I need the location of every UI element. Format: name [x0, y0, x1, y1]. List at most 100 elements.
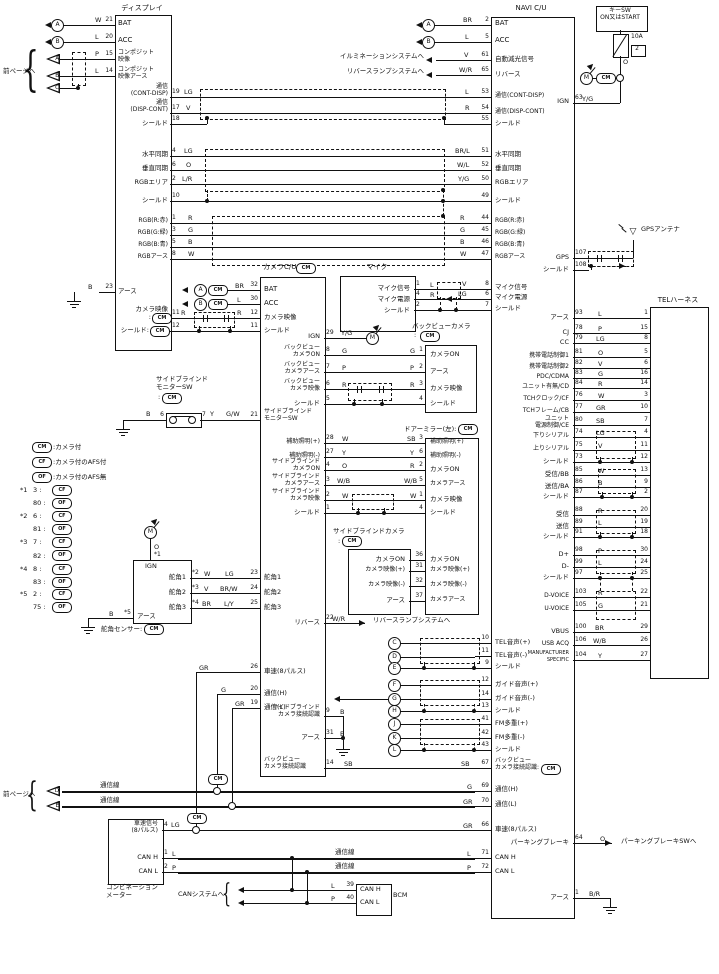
pin-number: 3 — [172, 226, 176, 233]
wire-h — [217, 694, 244, 695]
wire-h — [172, 416, 193, 417]
pin-stub — [573, 343, 589, 344]
pin-stub — [573, 450, 589, 451]
label: R — [188, 214, 193, 222]
label: 通信 — [155, 83, 168, 90]
label: LG — [225, 570, 234, 578]
label: BR/L — [455, 147, 470, 155]
shield-line-v — [602, 492, 603, 497]
label: P — [467, 864, 471, 872]
label: BR — [235, 282, 244, 290]
label: サイドブラインドカメラ — [333, 527, 405, 535]
pin-stub — [244, 578, 260, 579]
label: サイドブラインド — [156, 375, 208, 383]
label: P — [172, 864, 176, 872]
label: : — [338, 537, 341, 545]
label: W — [188, 250, 195, 258]
spec-oval: OF — [52, 550, 72, 561]
pin-stub — [475, 97, 491, 98]
pin-stub — [170, 223, 186, 224]
spec-oval: CF — [52, 485, 72, 496]
label: 8 : — [33, 565, 42, 573]
label: カメラ映像(-) — [430, 581, 467, 588]
label: 映像アース — [118, 73, 148, 80]
pin-number: 14 — [105, 67, 113, 74]
label: L — [430, 281, 434, 289]
wire-h — [186, 201, 475, 202]
label: 通信(CONT-DISP) — [495, 92, 545, 99]
pin-stub — [634, 515, 650, 516]
label: D+ — [558, 550, 569, 558]
label: R — [410, 381, 415, 389]
wire-h — [589, 632, 634, 633]
inline-connector — [228, 314, 229, 322]
pin-number: 18 — [640, 528, 648, 535]
pin-number: 72 — [481, 863, 489, 870]
label: BAT — [264, 285, 278, 293]
label: CAN L — [495, 867, 515, 875]
pin-stub — [244, 672, 260, 673]
connector-circle: L — [388, 744, 401, 757]
label: W — [460, 250, 467, 258]
pin-number: 97 — [575, 569, 583, 576]
wire-h — [400, 685, 475, 686]
pin-stub — [475, 42, 491, 43]
label: W — [410, 492, 417, 500]
label: CAN H — [495, 853, 516, 861]
wire-h — [589, 412, 634, 413]
wire-h — [589, 462, 634, 463]
side-blind-camera-box — [348, 549, 411, 615]
label: USB ACQ — [541, 640, 569, 647]
pin-stub — [475, 643, 491, 644]
pin-number: 70 — [481, 797, 489, 804]
label: 通信 — [155, 99, 168, 106]
wire-h — [186, 156, 475, 157]
pin-stub — [170, 318, 186, 319]
label: RGB(R:赤) — [495, 217, 525, 224]
label: 車速(8パルス) — [264, 667, 306, 675]
wire-h — [186, 247, 475, 248]
label: 前ページへ — [3, 67, 36, 75]
pin-stub — [117, 618, 133, 619]
label: O — [623, 58, 629, 66]
pin-number: 84 — [575, 379, 583, 386]
label: コンビネーション — [106, 883, 158, 891]
pin-stub — [170, 170, 186, 171]
door-mirror-left-box — [425, 438, 479, 615]
label: W/R — [332, 615, 346, 623]
pin-number: 2 — [419, 363, 423, 370]
label: 上りシリアル — [533, 445, 569, 452]
label: R — [598, 507, 603, 515]
label: Y — [210, 410, 214, 418]
junction-dot — [341, 736, 345, 740]
label: O — [186, 161, 192, 169]
label: W/L — [457, 161, 470, 169]
label: カメラON — [292, 351, 320, 358]
label: D-VOICE — [544, 592, 569, 599]
label: 82 : — [33, 552, 46, 560]
shield-box — [200, 89, 446, 120]
wire-h — [340, 389, 409, 390]
label: O — [598, 349, 604, 357]
label: 7 : — [33, 538, 42, 546]
triangle-inner — [49, 802, 59, 810]
direction-arrow — [426, 71, 432, 78]
label: ドアーミラー(左): — [404, 425, 457, 433]
pin-stub — [573, 632, 589, 633]
label: 車速信号 — [133, 820, 158, 827]
label: V — [598, 360, 603, 368]
wire-h — [186, 223, 475, 224]
pin-stub — [475, 289, 491, 290]
label: R — [410, 462, 415, 470]
label: 送信/BA — [544, 482, 569, 490]
wire-h — [123, 420, 166, 421]
junction-dot — [472, 748, 476, 752]
label: 83 : — [33, 578, 46, 586]
label: 75 : — [33, 603, 46, 611]
label: 携帯電話制御1 — [529, 352, 569, 359]
label: GR — [463, 798, 473, 806]
label: TEL音声(-) — [495, 651, 528, 659]
label: GR — [463, 822, 473, 830]
label: マイク — [366, 263, 388, 271]
label: B/R — [589, 890, 601, 898]
